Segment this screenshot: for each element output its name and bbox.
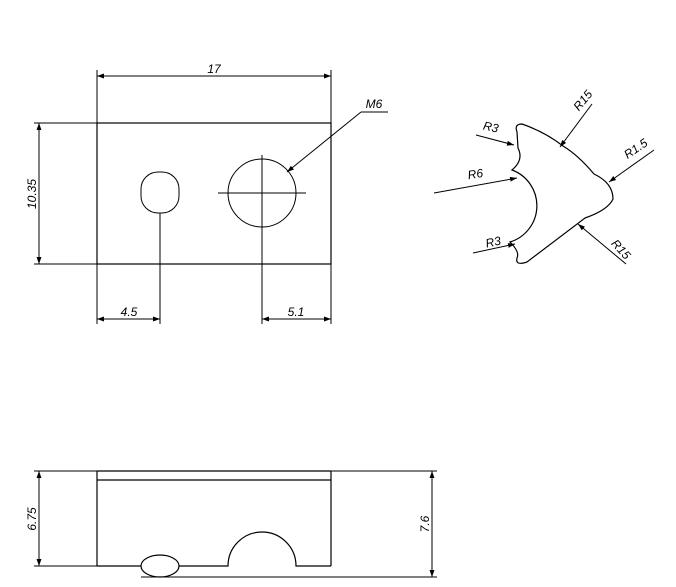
height-dimension-label: 10.35: [25, 179, 39, 209]
m6-callout-label: M6: [366, 97, 383, 111]
m6-leader: [286, 111, 362, 173]
right-offset-label: 5.1: [288, 305, 305, 319]
profile-outline: [508, 123, 614, 264]
radius-left-label: R6: [467, 166, 485, 182]
left-offset-label: 4.5: [121, 305, 138, 319]
radius-top-right-leader: [559, 103, 593, 148]
profile-view: R3 R15 R6 R1.5 R3 R15: [433, 87, 655, 265]
radius-top-right-label: R15: [570, 87, 595, 113]
side-bottom-edge: [97, 531, 331, 567]
radius-tip-label: R1.5: [621, 136, 650, 162]
side-left-dimension-label: 6.75: [25, 507, 39, 531]
radius-top-left-label: R3: [482, 119, 500, 136]
top-view: 17 10.35 4.5 5.1 M6: [25, 62, 388, 324]
side-right-dimension-label: 7.6: [418, 515, 432, 532]
side-view: 6.75 7.6: [25, 470, 437, 578]
width-dimension-label: 17: [207, 62, 222, 76]
radius-left-leader: [433, 176, 518, 194]
radius-bottom-left-label: R3: [484, 234, 502, 251]
radius-bottom-right-label: R15: [608, 236, 633, 262]
radius-bottom-right-leader: [577, 223, 627, 265]
radius-tip-leader: [608, 149, 655, 183]
side-slot-section: [140, 554, 180, 578]
slot-hole: [140, 171, 180, 214]
radius-top-left-leader: [475, 134, 515, 146]
radius-bottom-left-leader: [472, 243, 516, 254]
top-view-outline: [96, 122, 332, 265]
